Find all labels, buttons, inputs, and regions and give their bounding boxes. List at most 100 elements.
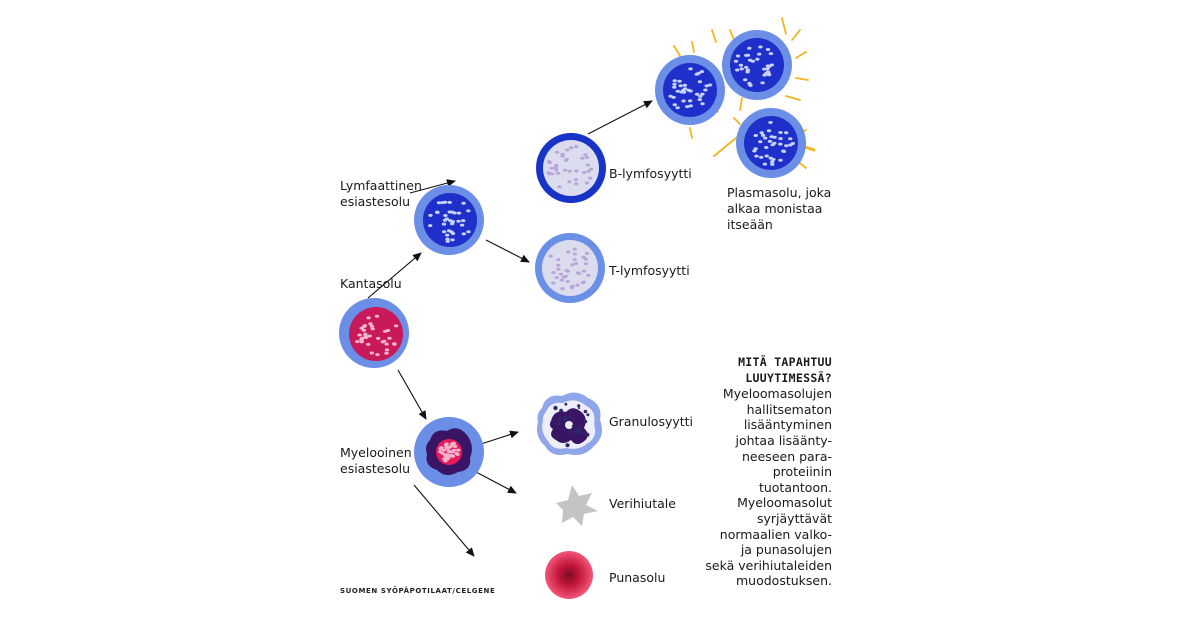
burst-ray — [791, 29, 801, 41]
granule-dot — [565, 443, 570, 448]
nucleus-dot — [385, 329, 391, 332]
nucleus-dot — [549, 166, 554, 170]
arrow-myeloid-to-red-cell — [413, 484, 475, 557]
nucleus-dot — [755, 57, 760, 61]
nucleus-dot — [768, 52, 774, 56]
nucleus-dot — [367, 334, 372, 338]
nucleus-dot — [442, 200, 448, 204]
nucleus-dot — [707, 83, 713, 87]
nucleus-dot — [587, 176, 593, 180]
nucleus-dot — [588, 167, 594, 171]
nucleus-dot — [572, 258, 577, 261]
nucleus-dot — [362, 324, 368, 328]
burst-ray — [673, 45, 681, 57]
nucleus-dot — [393, 324, 399, 328]
nucleus-dot — [456, 211, 462, 215]
nucleus-dot — [762, 67, 767, 71]
nucleus-dot — [752, 149, 757, 153]
nucleus-dot — [551, 271, 556, 275]
nucleus-dot — [564, 158, 569, 161]
nucleus-dot — [556, 263, 561, 267]
nucleus-dot — [700, 102, 705, 106]
nucleus-dot — [443, 214, 448, 217]
nucleus-dot — [576, 271, 582, 275]
nucleus-dot — [370, 327, 375, 331]
nucleus-dot — [445, 446, 450, 450]
nucleus-dot — [675, 89, 680, 93]
nucleus-dot — [580, 281, 586, 285]
burst-ray — [733, 117, 741, 125]
nucleus-dot — [784, 131, 789, 135]
nucleus-dot — [565, 148, 570, 152]
plasma-cell-1 — [655, 55, 725, 125]
nucleus-dot — [703, 88, 708, 92]
granule-dot — [564, 402, 568, 406]
nucleus-dot — [681, 88, 686, 92]
nucleus-dot — [700, 92, 705, 96]
nucleus-dot — [759, 155, 764, 159]
nucleus-dot — [584, 251, 590, 255]
nucleus-dot — [361, 328, 367, 332]
burst-ray — [781, 17, 787, 35]
t-lymphocyte-cell — [535, 233, 605, 303]
nucleus-dot — [557, 185, 562, 189]
granule-dot — [578, 430, 583, 435]
nucleus-dot — [765, 48, 771, 51]
nucleus-dot — [466, 209, 471, 213]
image-credit: SUOMEN SYÖPÄPOTILAAT/CELGENE — [340, 587, 496, 595]
nucleus-dot — [768, 121, 773, 124]
nucleus-dot — [759, 131, 764, 135]
sidebar-body: Myeloomasolujen hallitsematon lisääntymi… — [705, 386, 832, 589]
burst-ray — [691, 41, 695, 53]
nucleus-dot — [688, 89, 693, 93]
burst-ray — [795, 51, 807, 59]
nucleus-dot — [766, 72, 771, 76]
nucleus-dot — [687, 99, 693, 103]
nucleus-dot — [694, 92, 700, 96]
nucleus-dot — [455, 452, 460, 456]
nucleus-dot — [760, 81, 765, 85]
nucleus-dot — [585, 163, 591, 167]
granule-dot — [584, 420, 588, 424]
nucleus-dot — [688, 67, 693, 71]
nucleus-dot — [762, 162, 768, 166]
nucleus-dot — [770, 162, 775, 166]
arrows — [367, 100, 653, 557]
nucleus-dot — [445, 453, 450, 457]
nucleus-dot — [583, 153, 588, 157]
nucleus-dot — [368, 322, 373, 326]
nucleus-dot — [784, 144, 789, 148]
nucleus-dot — [788, 137, 793, 141]
nucleus-dot — [766, 129, 772, 133]
nucleus-dot — [765, 64, 771, 68]
nucleus-dot — [443, 443, 449, 447]
granule-dot — [557, 422, 561, 426]
plasma-cell-2 — [722, 30, 792, 100]
nucleus-dot — [573, 262, 579, 266]
nucleus-dot — [672, 79, 677, 83]
granule-dot — [577, 427, 581, 432]
nucleus-dot — [451, 443, 456, 447]
nucleus-dot — [763, 136, 768, 140]
granule-dot — [559, 408, 563, 413]
lymphoid-progenitor-cell — [414, 185, 484, 255]
nucleus-dot — [677, 79, 682, 83]
burst-ray — [713, 137, 737, 157]
burst-ray — [729, 29, 735, 41]
nucleus-dot — [747, 81, 752, 85]
nucleus-dot — [685, 105, 690, 109]
nucleus-dot — [461, 232, 466, 236]
nucleus-dot — [758, 140, 763, 144]
nucleus-dot — [767, 139, 773, 143]
burst-ray — [689, 127, 693, 139]
stem-cell — [339, 298, 409, 368]
nucleus-dot — [563, 274, 569, 278]
nucleus-dot — [681, 99, 686, 103]
granule-dot — [563, 415, 567, 420]
nucleus-dot — [555, 150, 560, 154]
nucleus-dot — [450, 238, 455, 242]
nucleus-dot — [672, 82, 677, 86]
granule-dot — [550, 420, 553, 423]
label-t-lymphocyte: T-lymfosyytti — [609, 263, 690, 278]
